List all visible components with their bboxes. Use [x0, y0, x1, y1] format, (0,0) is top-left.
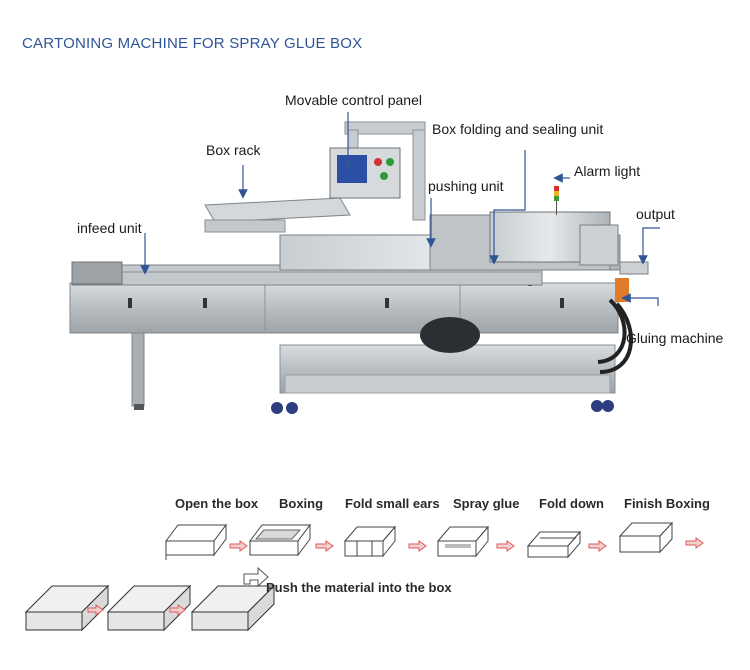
caster-wheel	[591, 400, 603, 412]
step-label: Finish Boxing	[624, 496, 710, 511]
push-arrow-icon	[243, 566, 269, 588]
label-pushing-unit: pushing unit	[428, 178, 504, 194]
material-stack-figure	[106, 584, 192, 632]
step-finish-figure	[618, 521, 674, 554]
label-gluing-machine: Gluing machine	[626, 330, 724, 346]
page-title: CARTONING MACHINE FOR SPRAY GLUE BOX	[22, 35, 363, 52]
box-rack	[204, 197, 351, 223]
label-control-panel: Movable control panel	[285, 92, 422, 108]
step-spray-glue-figure	[436, 525, 490, 558]
label-infeed-unit: infeed unit	[77, 220, 142, 236]
label-folding-unit: Box folding and sealing unit	[432, 121, 604, 137]
process-arrow-icon	[169, 604, 186, 616]
process-arrow-icon	[229, 540, 248, 552]
step-label: Boxing	[279, 496, 324, 511]
step-fold-down-figure	[526, 530, 582, 559]
process-arrow-icon	[408, 540, 427, 552]
process-arrow-icon	[685, 537, 704, 549]
label-alarm-light: Alarm light	[574, 163, 641, 179]
step-label: Fold down	[539, 496, 604, 511]
step-label: Fold small ears	[345, 496, 440, 511]
process-arrow-icon	[315, 540, 334, 552]
material-stack-figure	[190, 584, 276, 632]
machine-cabinet	[69, 282, 619, 334]
alarm-light	[554, 186, 559, 191]
process-arrow-icon	[496, 540, 515, 552]
step-fold-ears-figure	[343, 525, 397, 558]
step-label: Open the box	[175, 496, 259, 511]
caster-wheel	[271, 402, 283, 414]
step-open-box-figure	[165, 523, 227, 560]
process-arrow-icon	[588, 540, 607, 552]
label-output: output	[636, 206, 675, 222]
process-arrow-icon	[87, 604, 104, 616]
step-boxing-figure	[249, 523, 311, 557]
push-label: Push the material into the box	[266, 580, 452, 595]
step-label: Spray glue	[453, 496, 520, 511]
label-box-rack: Box rack	[206, 142, 261, 158]
